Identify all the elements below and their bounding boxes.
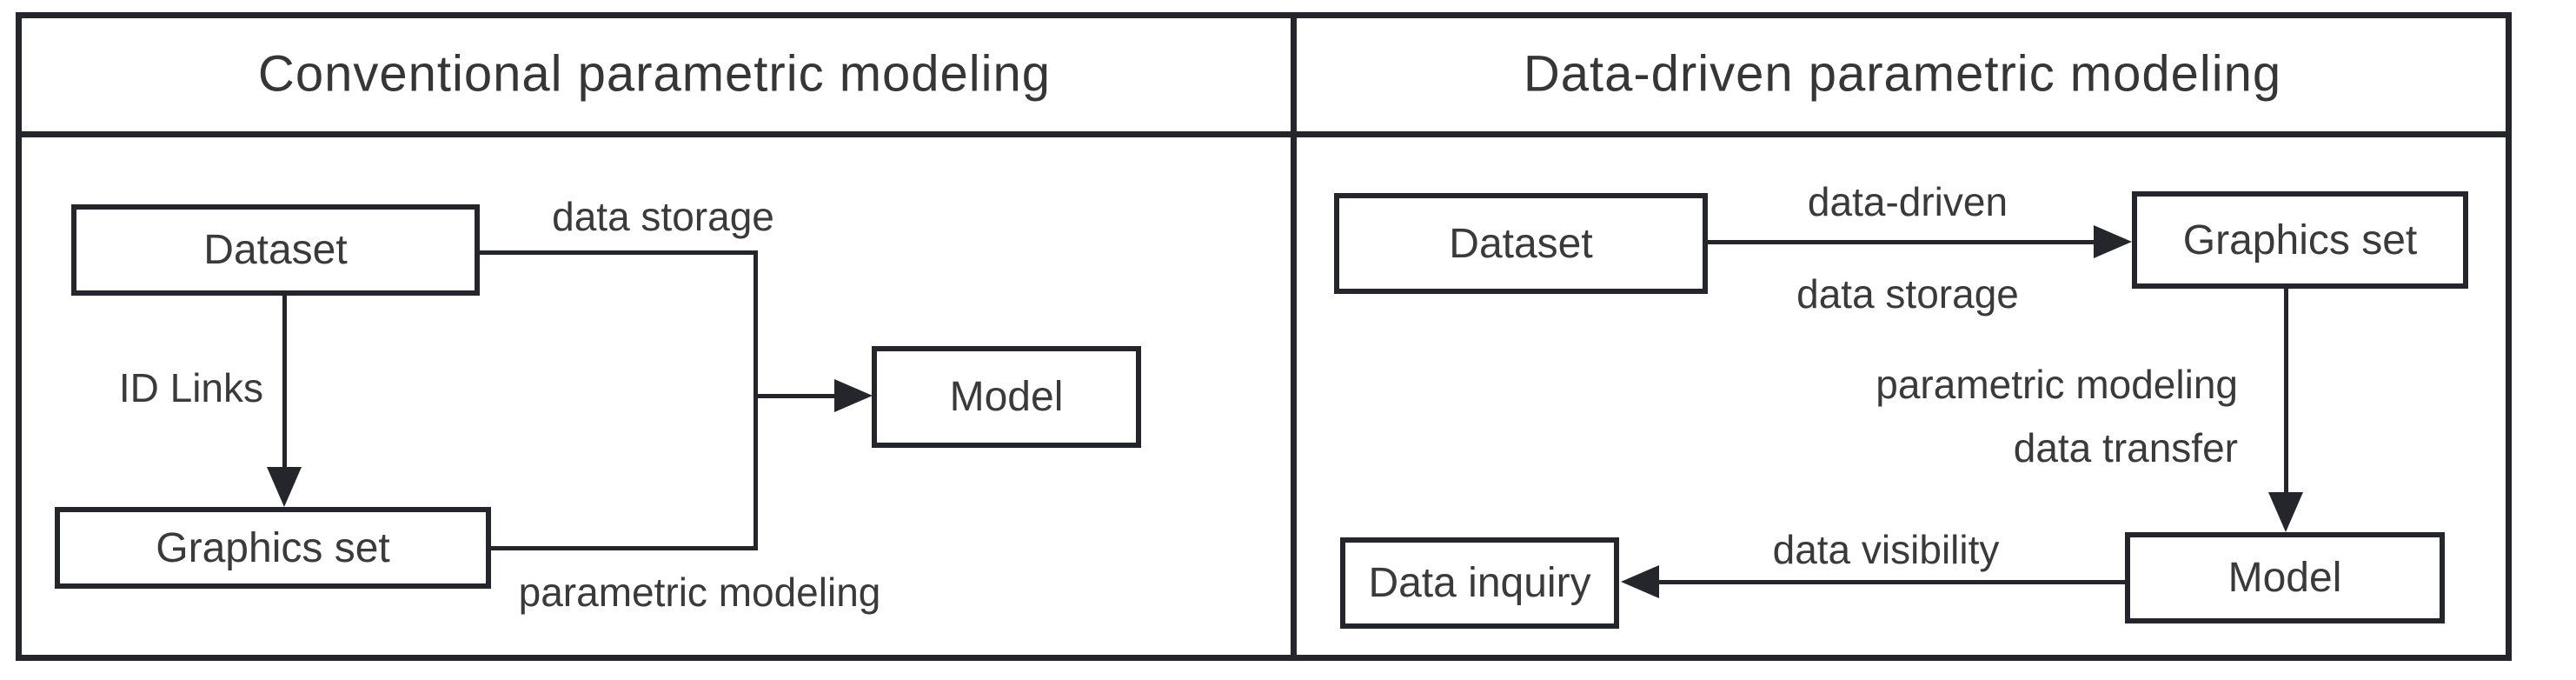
label-parametric-modeling-left: parametric modeling — [518, 570, 881, 615]
panel-divider-line — [1291, 12, 1297, 661]
node-dataset-right: Dataset — [1334, 193, 1708, 294]
arrowhead-id-links-icon — [267, 467, 302, 507]
label-data-visibility: data visibility — [1772, 527, 2000, 572]
edge-model-to-inquiry-line — [1657, 580, 2125, 584]
node-data-inquiry: Data inquiry — [1340, 537, 1619, 629]
label-data-transfer: data transfer — [2013, 425, 2238, 470]
label-data-storage-left: data storage — [552, 194, 774, 239]
label-data-driven: data-driven — [1807, 179, 2008, 224]
panel-title-data-driven: Data-driven parametric modeling — [1523, 45, 2282, 103]
edge-graphics-to-model-line — [2284, 289, 2288, 494]
label-data-storage-right: data storage — [1796, 271, 2019, 317]
label-parametric-modeling-right: parametric modeling — [1876, 362, 2238, 407]
outer-frame — [16, 12, 2512, 661]
arrowhead-dataset-to-graphics-icon — [2094, 225, 2132, 258]
edge-id-links-line — [282, 296, 287, 471]
edge-dataset-to-graphics-line — [1708, 240, 2097, 244]
panel-title-conventional: Conventional parametric modeling — [257, 45, 1052, 103]
arrowhead-graphics-to-model-icon — [2268, 492, 2303, 532]
header-divider-line — [16, 131, 2512, 137]
node-graphics-set-left: Graphics set — [55, 507, 491, 589]
node-dataset-left: Dataset — [71, 204, 480, 296]
edge-parametric-modeling-line — [491, 546, 756, 550]
node-model-right: Model — [2125, 532, 2445, 623]
label-id-links: ID Links — [118, 365, 263, 410]
node-model-left: Model — [872, 346, 1141, 448]
edge-dataset-storage-line — [480, 250, 756, 255]
edge-junction-vertical-line — [754, 250, 758, 550]
arrowhead-to-model-icon — [834, 379, 873, 412]
arrowhead-model-to-inquiry-icon — [1621, 565, 1659, 598]
node-graphics-set-right: Graphics set — [2132, 191, 2468, 289]
edge-to-model-line — [756, 394, 836, 398]
